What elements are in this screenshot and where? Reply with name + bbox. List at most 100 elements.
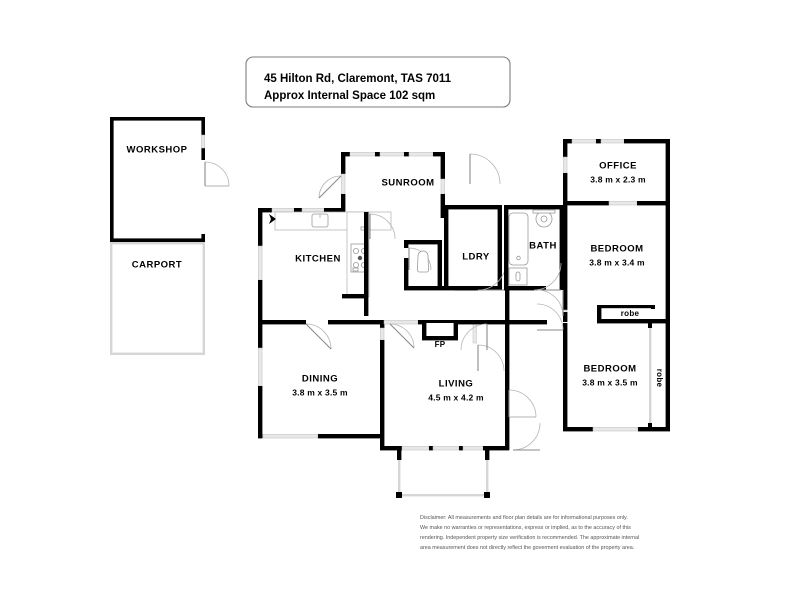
robe2-label: robe	[655, 369, 664, 388]
sunroom-window-west	[341, 173, 346, 195]
sunroom-room: SUNROOM	[381, 178, 434, 189]
workshop-wall-right-b	[201, 148, 205, 160]
hall-wall-to-bedroom	[509, 320, 547, 325]
laundry-room: LDRY	[444, 153, 507, 291]
office-window-west	[563, 156, 568, 174]
carport-area: CARPORT	[110, 242, 205, 355]
ext-wall-left-1	[258, 208, 263, 246]
living-wall-s-b	[483, 446, 509, 451]
sunroom-wall-left-bot	[341, 194, 346, 212]
porch-wall-right-top	[485, 446, 490, 460]
bedroom2-dims: 3.8 m x 3.5 m	[582, 377, 638, 387]
office-wall-w-a	[563, 139, 568, 157]
sunroom-wall-left-top	[341, 152, 346, 174]
title-card-box	[245, 56, 511, 108]
workshop-room: WORKSHOP	[110, 117, 230, 242]
workshop-door-arc	[204, 161, 230, 187]
kitchen-window-n1	[271, 208, 295, 213]
cooktop-burner-3	[352, 261, 359, 268]
office-wall-n-a	[563, 139, 572, 144]
ext-wall-left-4	[258, 386, 263, 438]
bath-basin-drain	[540, 215, 548, 223]
fireplace-label: FP	[435, 340, 446, 349]
office-window-n2	[600, 139, 625, 144]
wc-wall-left-b	[404, 258, 409, 290]
north-arrow-head	[269, 214, 276, 224]
bath-wall-north	[504, 205, 564, 210]
living-wall-east-b	[505, 406, 510, 450]
dining-room: DINING 3.8 m x 3.5 m	[258, 320, 382, 439]
carport-wall-top	[110, 242, 205, 245]
living-wall-n-stub	[418, 320, 423, 325]
disclaimer-block: Disclaimer: All measurements and floor p…	[420, 515, 639, 551]
living-door-arc-1	[389, 323, 415, 349]
dining-door-arc	[305, 323, 332, 350]
living-wall-s-stub2	[459, 446, 463, 451]
kitchen-hall-door-arc	[369, 213, 396, 240]
living-opening-nw	[380, 327, 385, 341]
office-dims: 3.8 m x 2.3 m	[590, 174, 646, 184]
sunroom-wall-n-d	[433, 152, 445, 157]
bedroom2-wall-s-b	[638, 427, 670, 432]
robe1-label: robe	[621, 309, 640, 318]
north-arrow-icon	[269, 214, 276, 224]
kitchen-room: KITCHEN	[269, 175, 396, 316]
robe1-wall-bottom	[597, 319, 670, 324]
disclaimer-line-3: rendering. Independent property size ver…	[420, 535, 639, 541]
dining-label: DINING	[302, 374, 338, 385]
robe1-wall-east	[651, 305, 655, 309]
office-wall-n-c	[624, 139, 670, 144]
house-exterior-walls	[258, 139, 670, 438]
sunroom-window-n1	[349, 152, 376, 157]
bedroom2-wall-west-b	[563, 361, 568, 431]
workshop-wall-right-c	[201, 234, 205, 242]
workshop-window	[201, 134, 206, 149]
disclaimer-line-4: area measurement does not directly refle…	[420, 545, 634, 551]
living-label: LIVING	[439, 379, 474, 390]
living-room: FP LIVING 4.5 m x 4.2 m	[380, 320, 541, 451]
sunroom-kitchen-door-leaf	[318, 175, 342, 199]
sunroom-window-n3	[408, 152, 434, 157]
workshop-wall-right-a	[201, 117, 205, 135]
wc-wall-top	[404, 240, 442, 245]
wc-wall-left-a	[404, 240, 409, 248]
kitchen-wall-east-b	[364, 298, 369, 316]
cooktop-burner-1	[352, 247, 359, 254]
bedroom2-window-s	[592, 427, 639, 432]
living-window-s1	[401, 446, 430, 451]
ext-wall-kitchen-n-b	[294, 208, 302, 213]
dining-wall-n-a	[258, 320, 306, 325]
office-wall-s-a	[563, 201, 609, 206]
bath-label: BATH	[529, 241, 557, 252]
living-wall-west	[380, 340, 385, 450]
kitchen-counter-top	[274, 211, 392, 231]
workshop-wall-top	[110, 117, 205, 121]
carport-label: CARPORT	[132, 260, 182, 271]
bedroom1-wall-west	[563, 205, 568, 310]
carport-wall-right	[202, 242, 205, 355]
bedroom1-label: BEDROOM	[590, 244, 643, 255]
robe1-wall-top	[597, 305, 655, 309]
living-wall-s-a	[380, 446, 402, 451]
living-door-arc-2	[460, 323, 488, 351]
ldry-wall-south	[455, 286, 502, 291]
porch-corner-right	[484, 492, 490, 498]
fp-wall-right	[453, 320, 458, 340]
ldry-wall-east	[497, 205, 502, 290]
ext-wall-left-2	[258, 280, 263, 315]
dining-wall-n-b	[328, 320, 380, 325]
dining-dims: 3.8 m x 3.5 m	[292, 387, 348, 397]
living-dims: 4.5 m x 4.2 m	[428, 392, 484, 402]
wc-wall-right	[437, 240, 442, 290]
wc-wall-bottom	[404, 286, 476, 291]
hall-wall-east-a	[505, 290, 510, 326]
kitchen-wall-east-a	[364, 212, 369, 298]
bath-room: BATH	[504, 205, 564, 291]
hall-wall-east-c	[505, 360, 510, 384]
porch-area	[396, 446, 490, 498]
living-opening-n	[383, 320, 419, 325]
workshop-wall-bottom	[110, 238, 205, 242]
robe2-partition-top	[648, 323, 652, 328]
